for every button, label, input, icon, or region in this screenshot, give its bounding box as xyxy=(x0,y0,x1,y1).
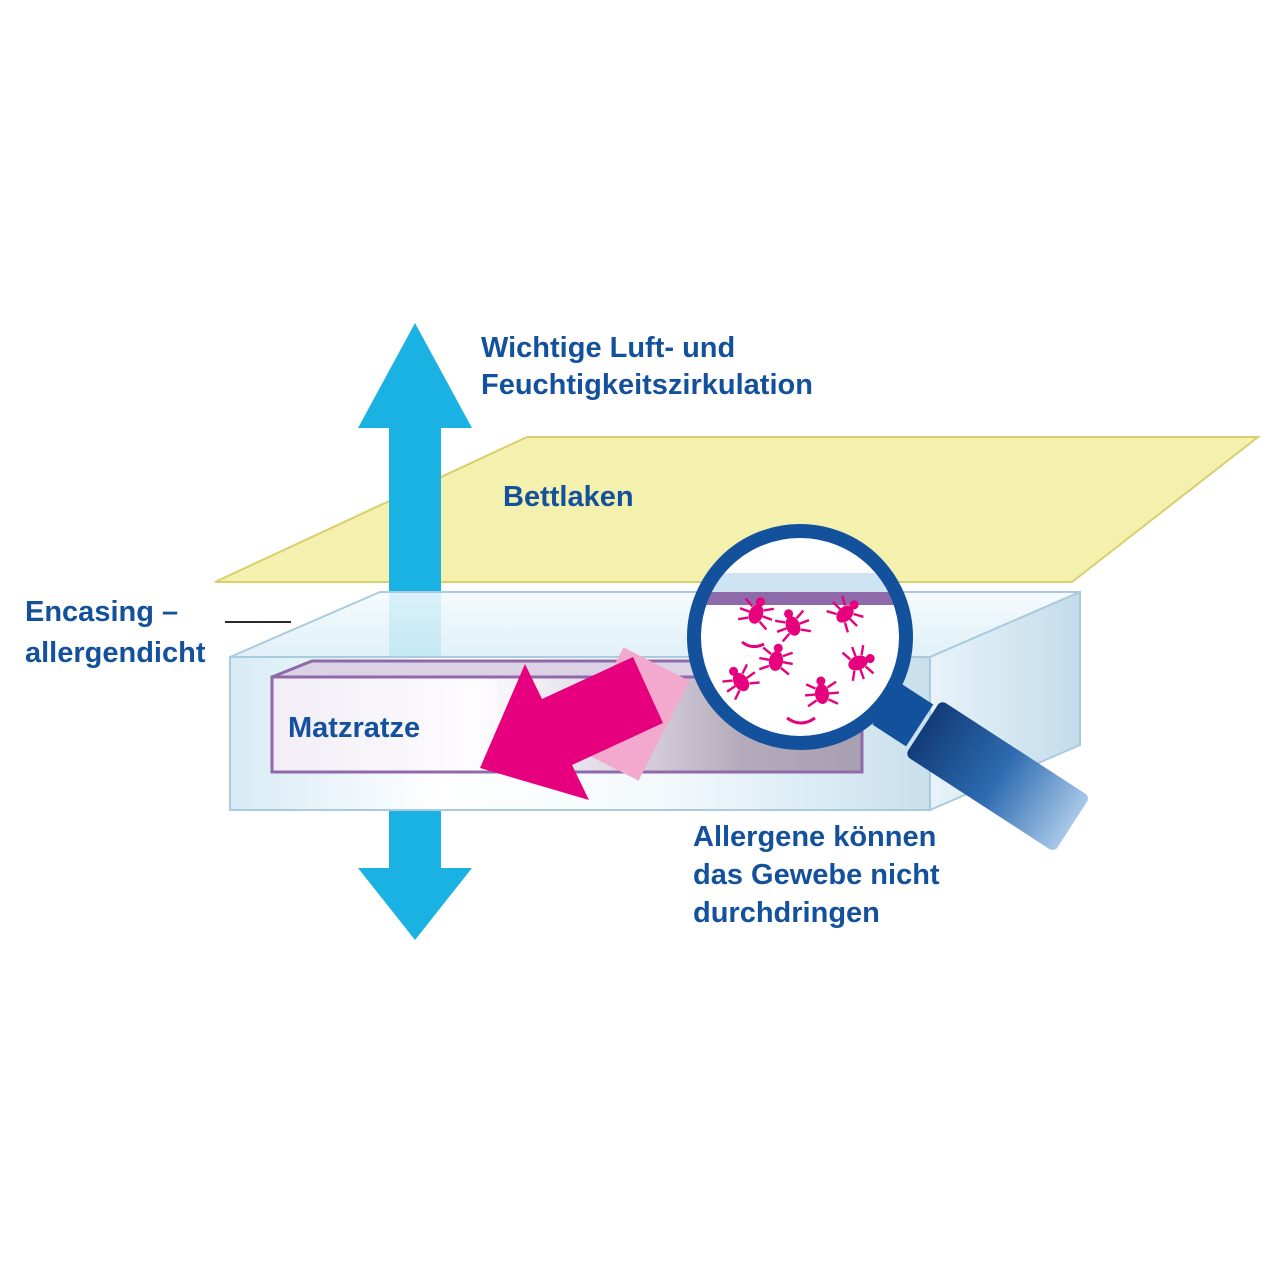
allergen-blocked-arrow xyxy=(480,657,663,800)
magnifier-collar xyxy=(872,682,934,747)
lens-encasing-layer xyxy=(694,573,906,593)
mite-trail-squiggle xyxy=(786,716,816,725)
air-circulation-up-arrow xyxy=(358,323,472,700)
circulation-label: Wichtige Luft- und Feuchtigkeitszirkulat… xyxy=(481,330,813,404)
mattress-label: Matzratze xyxy=(288,712,421,744)
encasing-line2: allergendicht xyxy=(25,637,206,669)
encasing-line1: Encasing – xyxy=(25,596,179,628)
magnifier-icon xyxy=(687,524,1088,850)
magnifier-ring xyxy=(687,524,913,750)
sheet-label: Bettlaken xyxy=(503,481,634,513)
air-circulation-down-arrow xyxy=(358,806,472,940)
magnifier-grip xyxy=(907,702,1088,850)
mite-trail-squiggle xyxy=(741,640,765,649)
encasing-label: Encasing – allergendicht xyxy=(25,592,206,674)
circulation-line1: Wichtige Luft- und xyxy=(481,332,736,364)
allergen-line1: Allergene können xyxy=(693,821,937,853)
lens-fabric-edge xyxy=(694,592,906,605)
bed-sheet xyxy=(214,436,1261,583)
allergen-line2: das Gewebe nicht xyxy=(693,859,940,891)
allergen-line3: durchdringen xyxy=(693,897,880,929)
circulation-line2: Feuchtigkeitszirkulation xyxy=(481,369,813,401)
allergen-note: Allergene können das Gewebe nicht durchd… xyxy=(693,818,940,932)
magnifier-handle xyxy=(872,682,1088,850)
